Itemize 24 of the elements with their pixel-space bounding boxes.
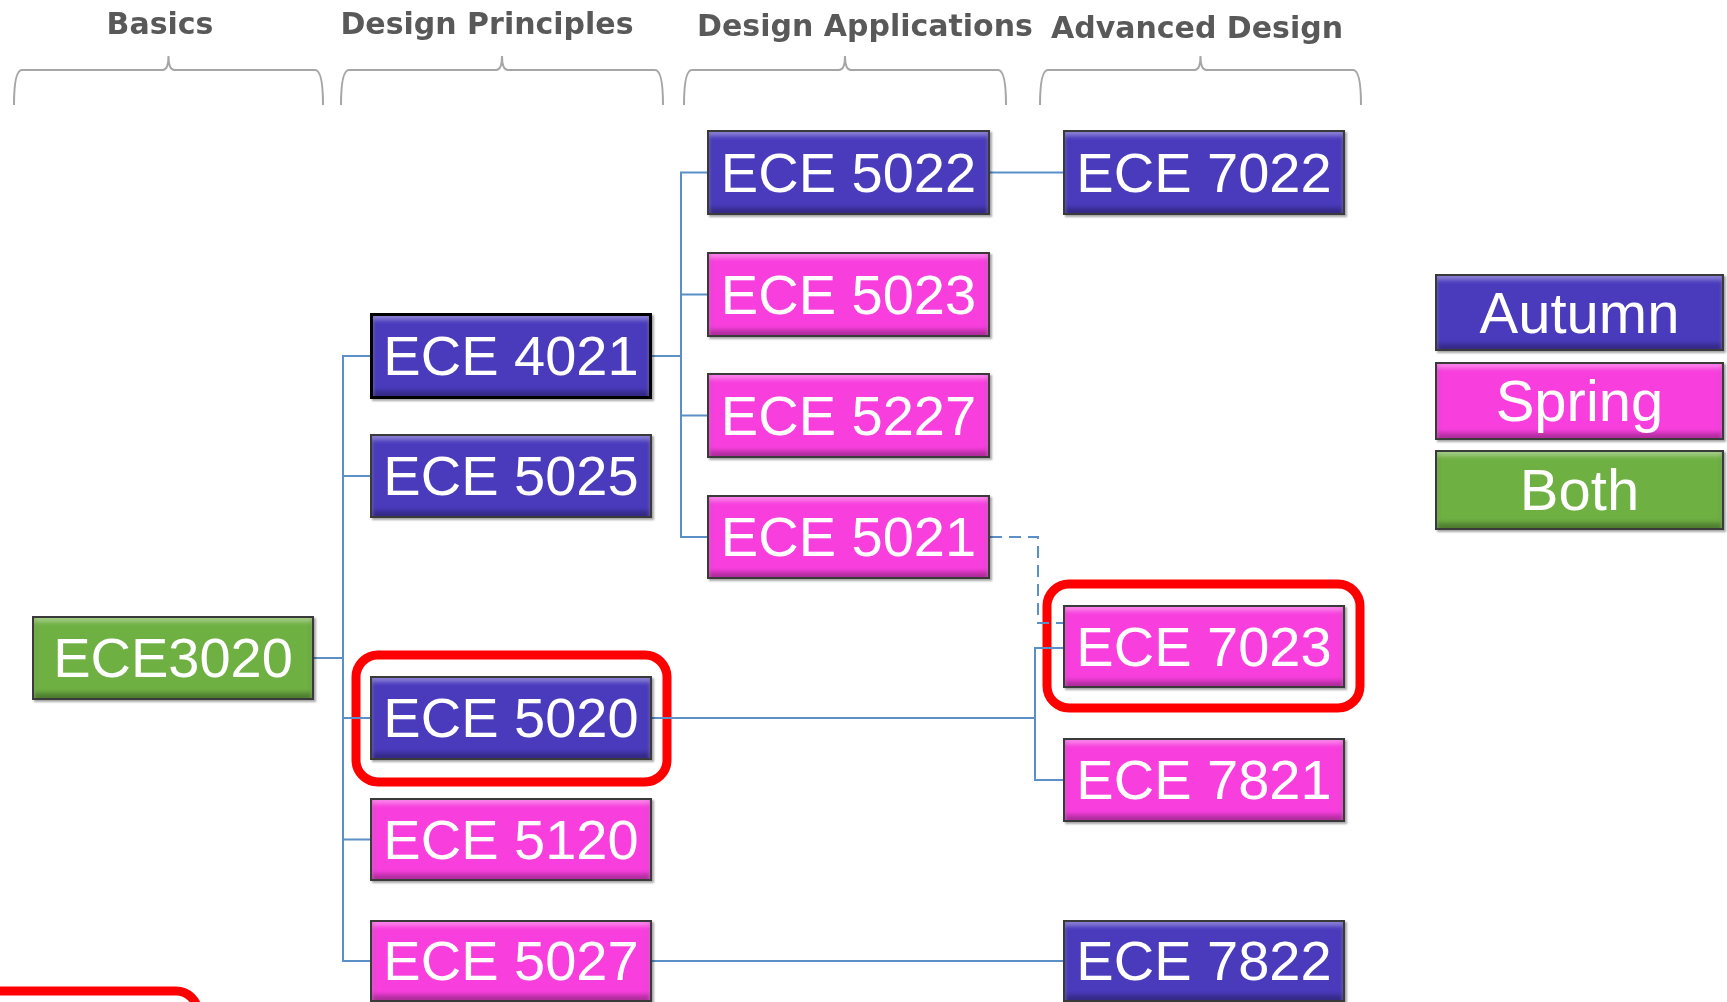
column-heading: Advanced Design — [1050, 10, 1344, 45]
course-box: ECE 5120 — [370, 798, 652, 881]
course-box: ECE 5020 — [370, 676, 652, 760]
column-heading: Design Principles — [340, 6, 634, 41]
legend-label: Autumn — [1479, 283, 1680, 342]
course-box: ECE 4021 — [370, 313, 652, 399]
course-box: ECE 7023 — [1063, 605, 1345, 688]
course-box: ECE 7022 — [1063, 130, 1345, 215]
course-box: ECE3020 — [32, 616, 314, 700]
course-box: ECE 5227 — [707, 373, 990, 458]
connector-line — [651, 960, 1064, 962]
course-box: ECE 5021 — [707, 495, 990, 579]
connector-line — [989, 171, 1064, 174]
course-box: ECE 7821 — [1063, 738, 1345, 822]
column-heading: Basics — [106, 6, 214, 41]
course-box: ECE 5027 — [370, 920, 652, 1002]
connector-line — [989, 536, 1064, 624]
legend-label: Both — [1519, 461, 1640, 519]
course-box: ECE 7822 — [1063, 920, 1345, 1002]
column-heading: Design Applications — [697, 8, 1033, 43]
connector-line — [313, 657, 371, 962]
course-box: ECE 5025 — [370, 434, 652, 518]
course-box: ECE 5023 — [707, 252, 990, 337]
course-box: ECE 5022 — [707, 130, 990, 215]
